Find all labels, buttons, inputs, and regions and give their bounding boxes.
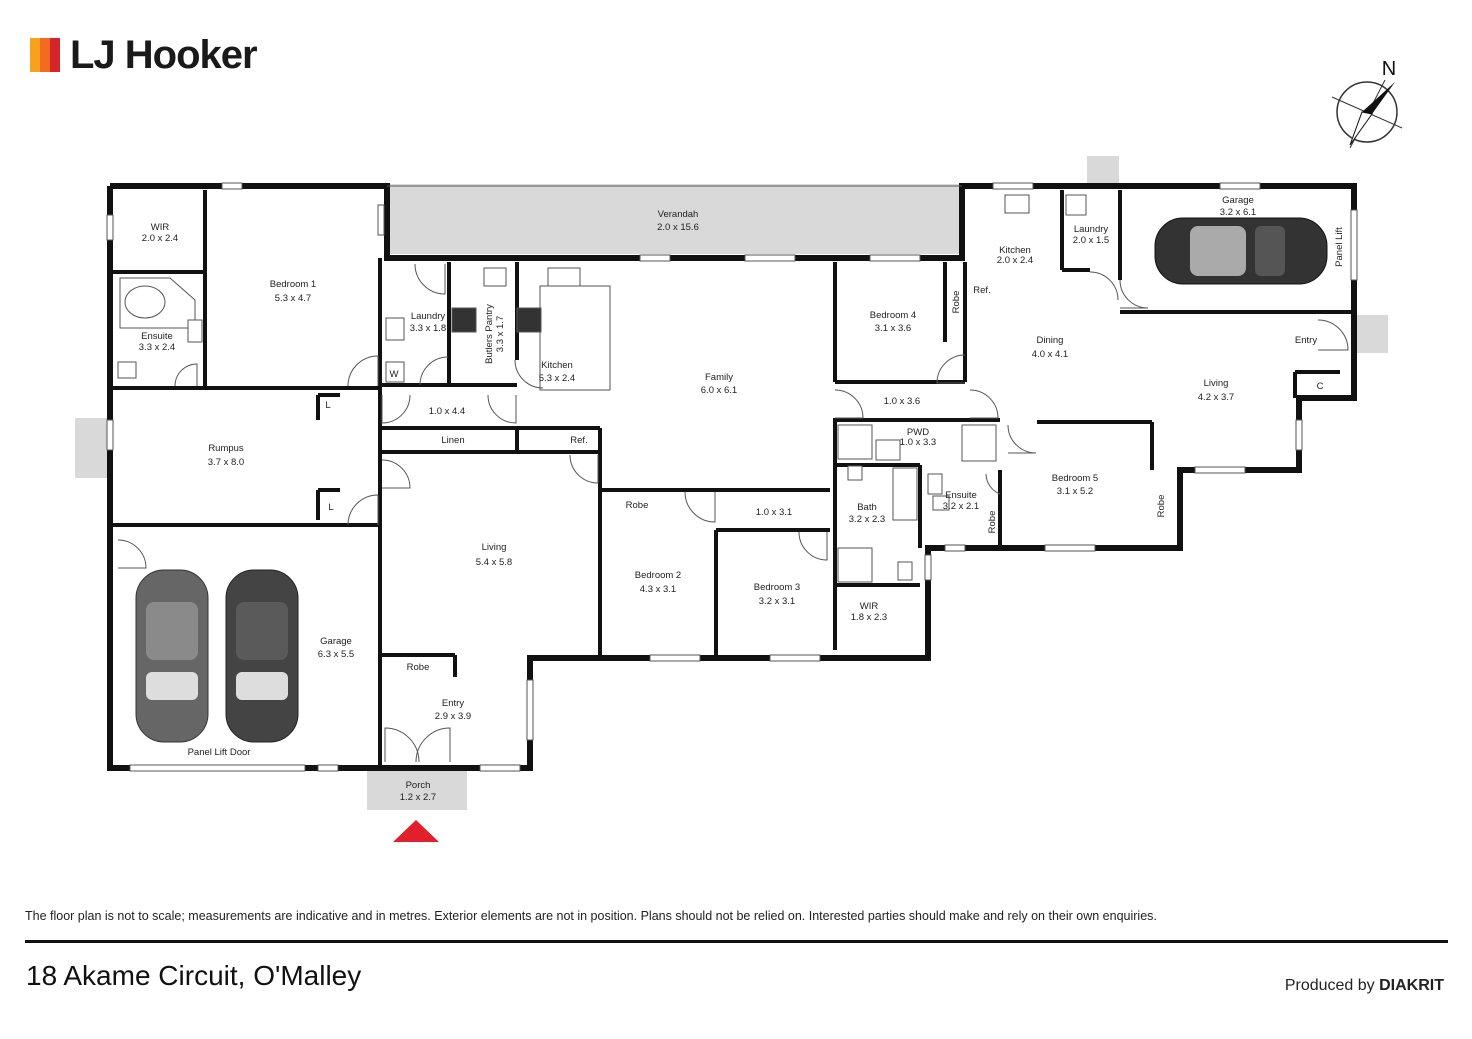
room-name: Porch [406,780,431,791]
room-dims: 2.0 x 2.4 [997,255,1033,266]
room-dims: 3.1 x 5.2 [1057,486,1093,497]
room-name: Living [482,542,507,553]
room-dims: 3.3 x 2.4 [139,342,175,353]
room-dims: 5.3 x 2.4 [539,373,575,384]
panel-lift-label: Panel Lift [1334,227,1345,267]
room-dims: 1.2 x 2.7 [400,792,436,803]
room-dims: 3.2 x 2.1 [943,501,979,512]
room-name: Rumpus [208,443,244,454]
robe-label: Robe [987,511,998,534]
room-dims: 3.2 x 3.1 [759,596,795,607]
room-dims: 1.0 x 3.3 [900,437,936,448]
room-dims: 4.3 x 3.1 [640,584,676,595]
room-name: Verandah [658,209,699,220]
room-dims: 6.3 x 5.5 [318,649,354,660]
entry-marker-icon [393,820,439,842]
room-name: Ensuite [945,490,977,501]
fixture-labels: Linen Ref. Ref. W L L Robe Robe Robe Rob… [188,227,1345,758]
room-dims: 2.0 x 2.4 [142,233,178,244]
linen-cupboard-label: L [325,400,330,411]
room-name: Laundry [411,311,446,322]
room-dims: 1.0 x 4.4 [429,406,465,417]
room-dims: 2.0 x 15.6 [657,222,699,233]
windows [106,182,1358,772]
room-dims: 6.0 x 6.1 [701,385,737,396]
room-name: Bedroom 4 [870,310,916,321]
room-dims: 5.3 x 4.7 [275,293,311,304]
room-name: Family [705,372,733,383]
room-dims: 5.4 x 5.8 [476,557,512,568]
room-name: Butlers Pantry [484,304,495,364]
room-labels: WIR 2.0 x 2.4 Bedroom 1 5.3 x 4.7 Ensuit… [139,195,1256,803]
fridge-label: Ref. [973,285,990,296]
room-dims: 2.0 x 1.5 [1073,235,1109,246]
room-name: Kitchen [541,360,573,371]
room-dims: 3.7 x 8.0 [208,457,244,468]
entry-label: Entry [1295,335,1317,346]
room-dims: 3.2 x 2.3 [849,514,885,525]
producer-credit: Produced by DIAKRIT [1285,977,1444,995]
room-name: Garage [1222,195,1254,206]
property-address: 18 Akame Circuit, O'Malley [26,960,362,991]
linen-label: Linen [441,435,464,446]
step-north [1087,156,1119,184]
verandah-area [390,184,962,254]
cupboard-label: C [1317,381,1324,392]
robe-label: Robe [1156,495,1167,518]
room-name: Bedroom 1 [270,279,316,290]
room-dims: 3.1 x 3.6 [875,323,911,334]
room-dims: 3.3 x 1.7 [495,316,506,352]
room-dims: 1.0 x 3.1 [756,507,792,518]
room-dims: 3.3 x 1.8 [410,323,446,334]
linen-cupboard-label: L [328,502,333,513]
room-name: Dining [1037,335,1064,346]
porch-area [367,768,467,810]
fridge-label: Ref. [570,435,587,446]
room-dims: 4.0 x 4.1 [1032,349,1068,360]
step-east [1355,315,1388,353]
brand-bars-icon [30,38,60,72]
room-dims: 3.2 x 6.1 [1220,207,1256,218]
room-name: Laundry [1074,224,1109,235]
brand-name: LJ Hooker [70,32,258,77]
side-step-west [75,418,109,478]
producer-name: DIAKRIT [1379,977,1444,994]
room-name: Ensuite [141,331,173,342]
disclaimer-text: The floor plan is not to scale; measurem… [25,909,1157,923]
interior-walls [110,190,1354,768]
doors [117,263,1349,763]
compass-icon: N [1331,58,1403,149]
robe-label: Robe [626,500,649,511]
room-name: Living [1204,378,1229,389]
car-icons [135,217,1328,743]
room-name: WIR [860,601,879,612]
room-dims: 1.0 x 3.6 [884,396,920,407]
robe-label: Robe [407,662,430,673]
room-dims: 4.2 x 3.7 [1198,392,1234,403]
room-name: Garage [320,636,352,647]
produced-by-label: Produced by [1284,977,1375,994]
room-name: WIR [151,222,170,233]
room-name: Bath [857,502,877,513]
washer-label: W [390,369,399,380]
fixtures [117,194,1087,583]
brand-logo: LJ Hooker [30,30,258,80]
room-name: Bedroom 2 [635,570,681,581]
room-dims: 1.8 x 2.3 [851,612,887,623]
room-name: Bedroom 3 [754,582,800,593]
room-name: Entry [442,698,464,709]
room-dims: 2.9 x 3.9 [435,711,471,722]
compass-north-label: N [1382,58,1396,80]
room-name: Bedroom 5 [1052,473,1098,484]
panel-lift-door-label: Panel Lift Door [188,747,251,758]
footer-divider [25,940,1448,943]
room-name: Kitchen [999,245,1031,256]
room-name: PWD [907,427,929,438]
robe-label: Robe [951,291,962,314]
